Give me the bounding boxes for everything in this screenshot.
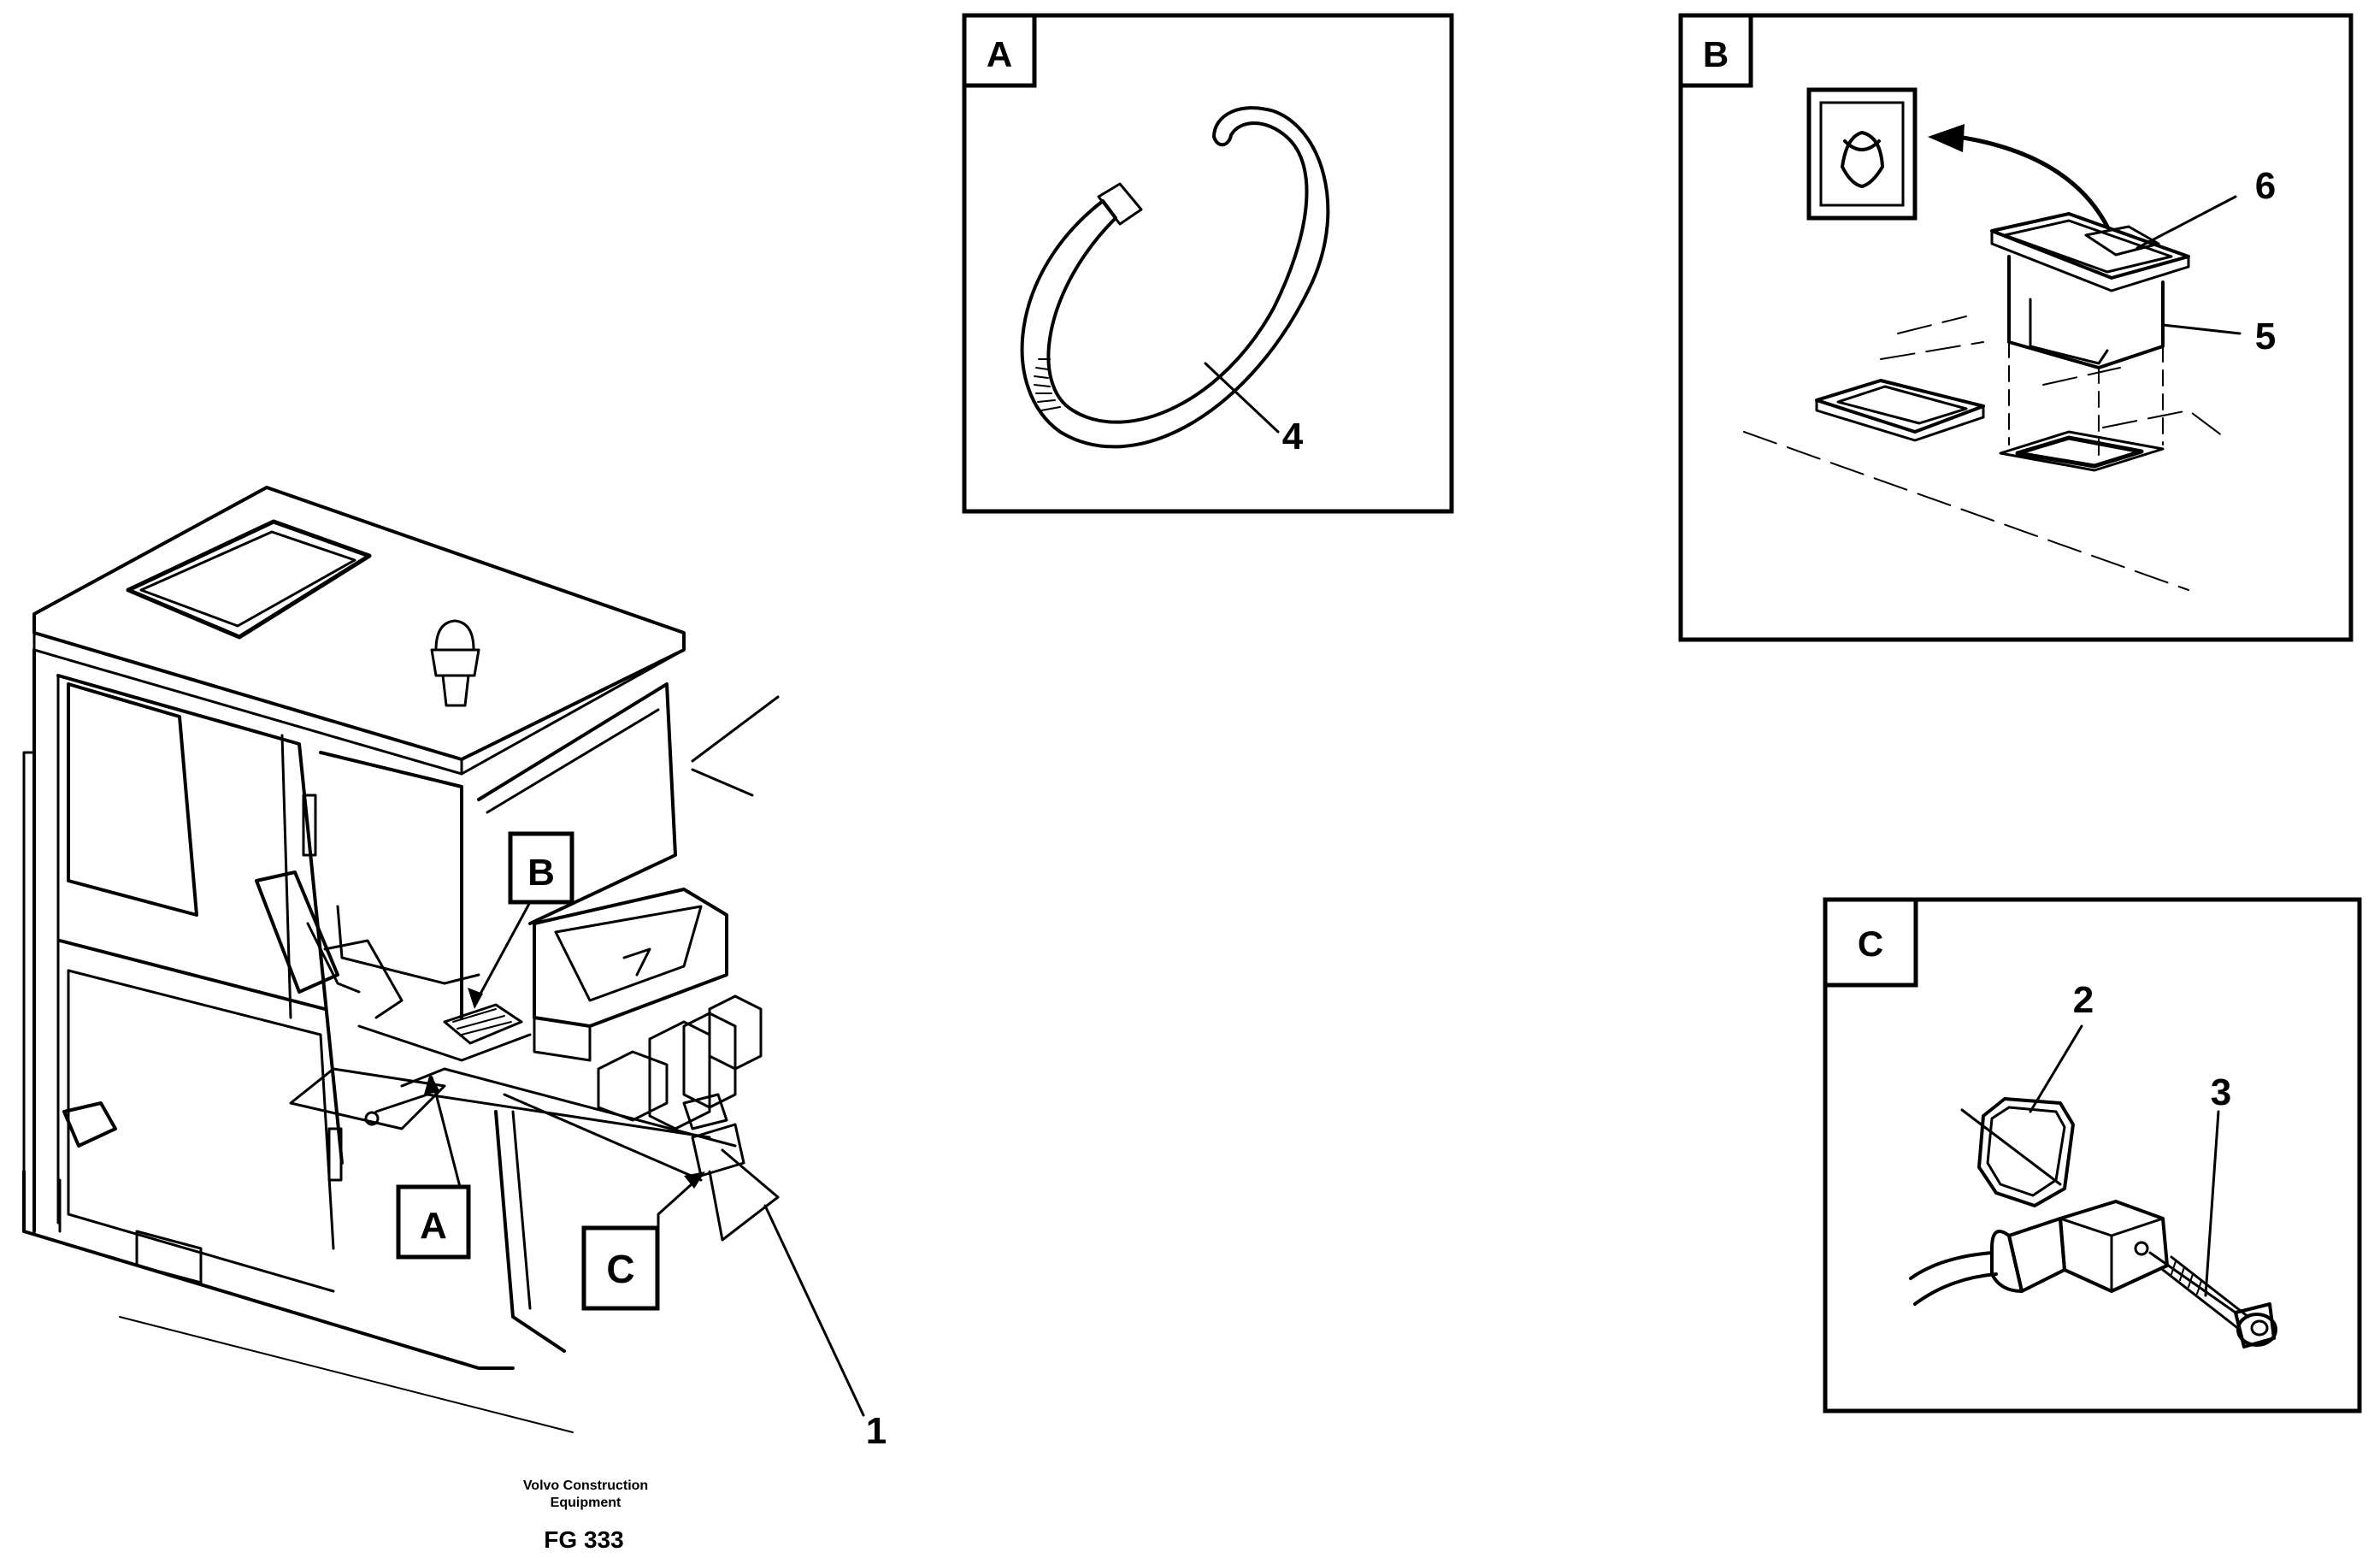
cab-callout-b: B (508, 831, 574, 905)
detail-panel-b: B 6 (1678, 13, 2353, 642)
part-number-3: 3 (2211, 1071, 2231, 1113)
company-line-1: Volvo Construction (523, 1478, 648, 1493)
cab-callout-a: A (396, 1184, 471, 1260)
part-number-5: 5 (2255, 316, 2276, 357)
detail-b-letter: B (1703, 34, 1729, 74)
figure-code: FG 333 (544, 1526, 623, 1553)
part-number-2: 2 (2073, 979, 2094, 1021)
operator-cab-drawing (22, 486, 865, 1433)
bolt-part (2148, 1251, 2277, 1348)
part-number-6: 6 (2255, 165, 2276, 207)
curved-arrow (1928, 124, 2110, 229)
detail-a-letter: A (987, 34, 1012, 74)
detail-c-letter: C (1858, 924, 1883, 964)
cab-callout-a-letter: A (420, 1205, 447, 1247)
cable-tie-part (1020, 106, 1330, 449)
company-line-2: Equipment (551, 1496, 622, 1510)
cab-callout-c: C (581, 1225, 660, 1311)
part-number-4: 4 (1282, 416, 1304, 457)
control-box (533, 888, 728, 1062)
gasket-part (1977, 1097, 2075, 1207)
rocker-switch-part (1990, 212, 2190, 472)
beacon-light (430, 619, 480, 707)
relay-block-cluster (597, 994, 763, 1177)
cab-callout-c-letter: C (606, 1247, 634, 1291)
cab-callout-b-letter: B (527, 852, 555, 894)
footer-credits: Volvo Construction Equipment FG 333 (523, 1478, 648, 1553)
sensor-part (1909, 1200, 2169, 1306)
switch-panel-location (443, 1003, 523, 1045)
part-number-1: 1 (866, 1410, 887, 1452)
symbol-label-card (1806, 87, 1918, 221)
detail-panel-c: C 2 3 (1823, 897, 2362, 1413)
detail-panel-a: A 4 (962, 13, 1454, 514)
callout-arrow-b (468, 900, 532, 1009)
callout-arrow-c (657, 1171, 705, 1310)
